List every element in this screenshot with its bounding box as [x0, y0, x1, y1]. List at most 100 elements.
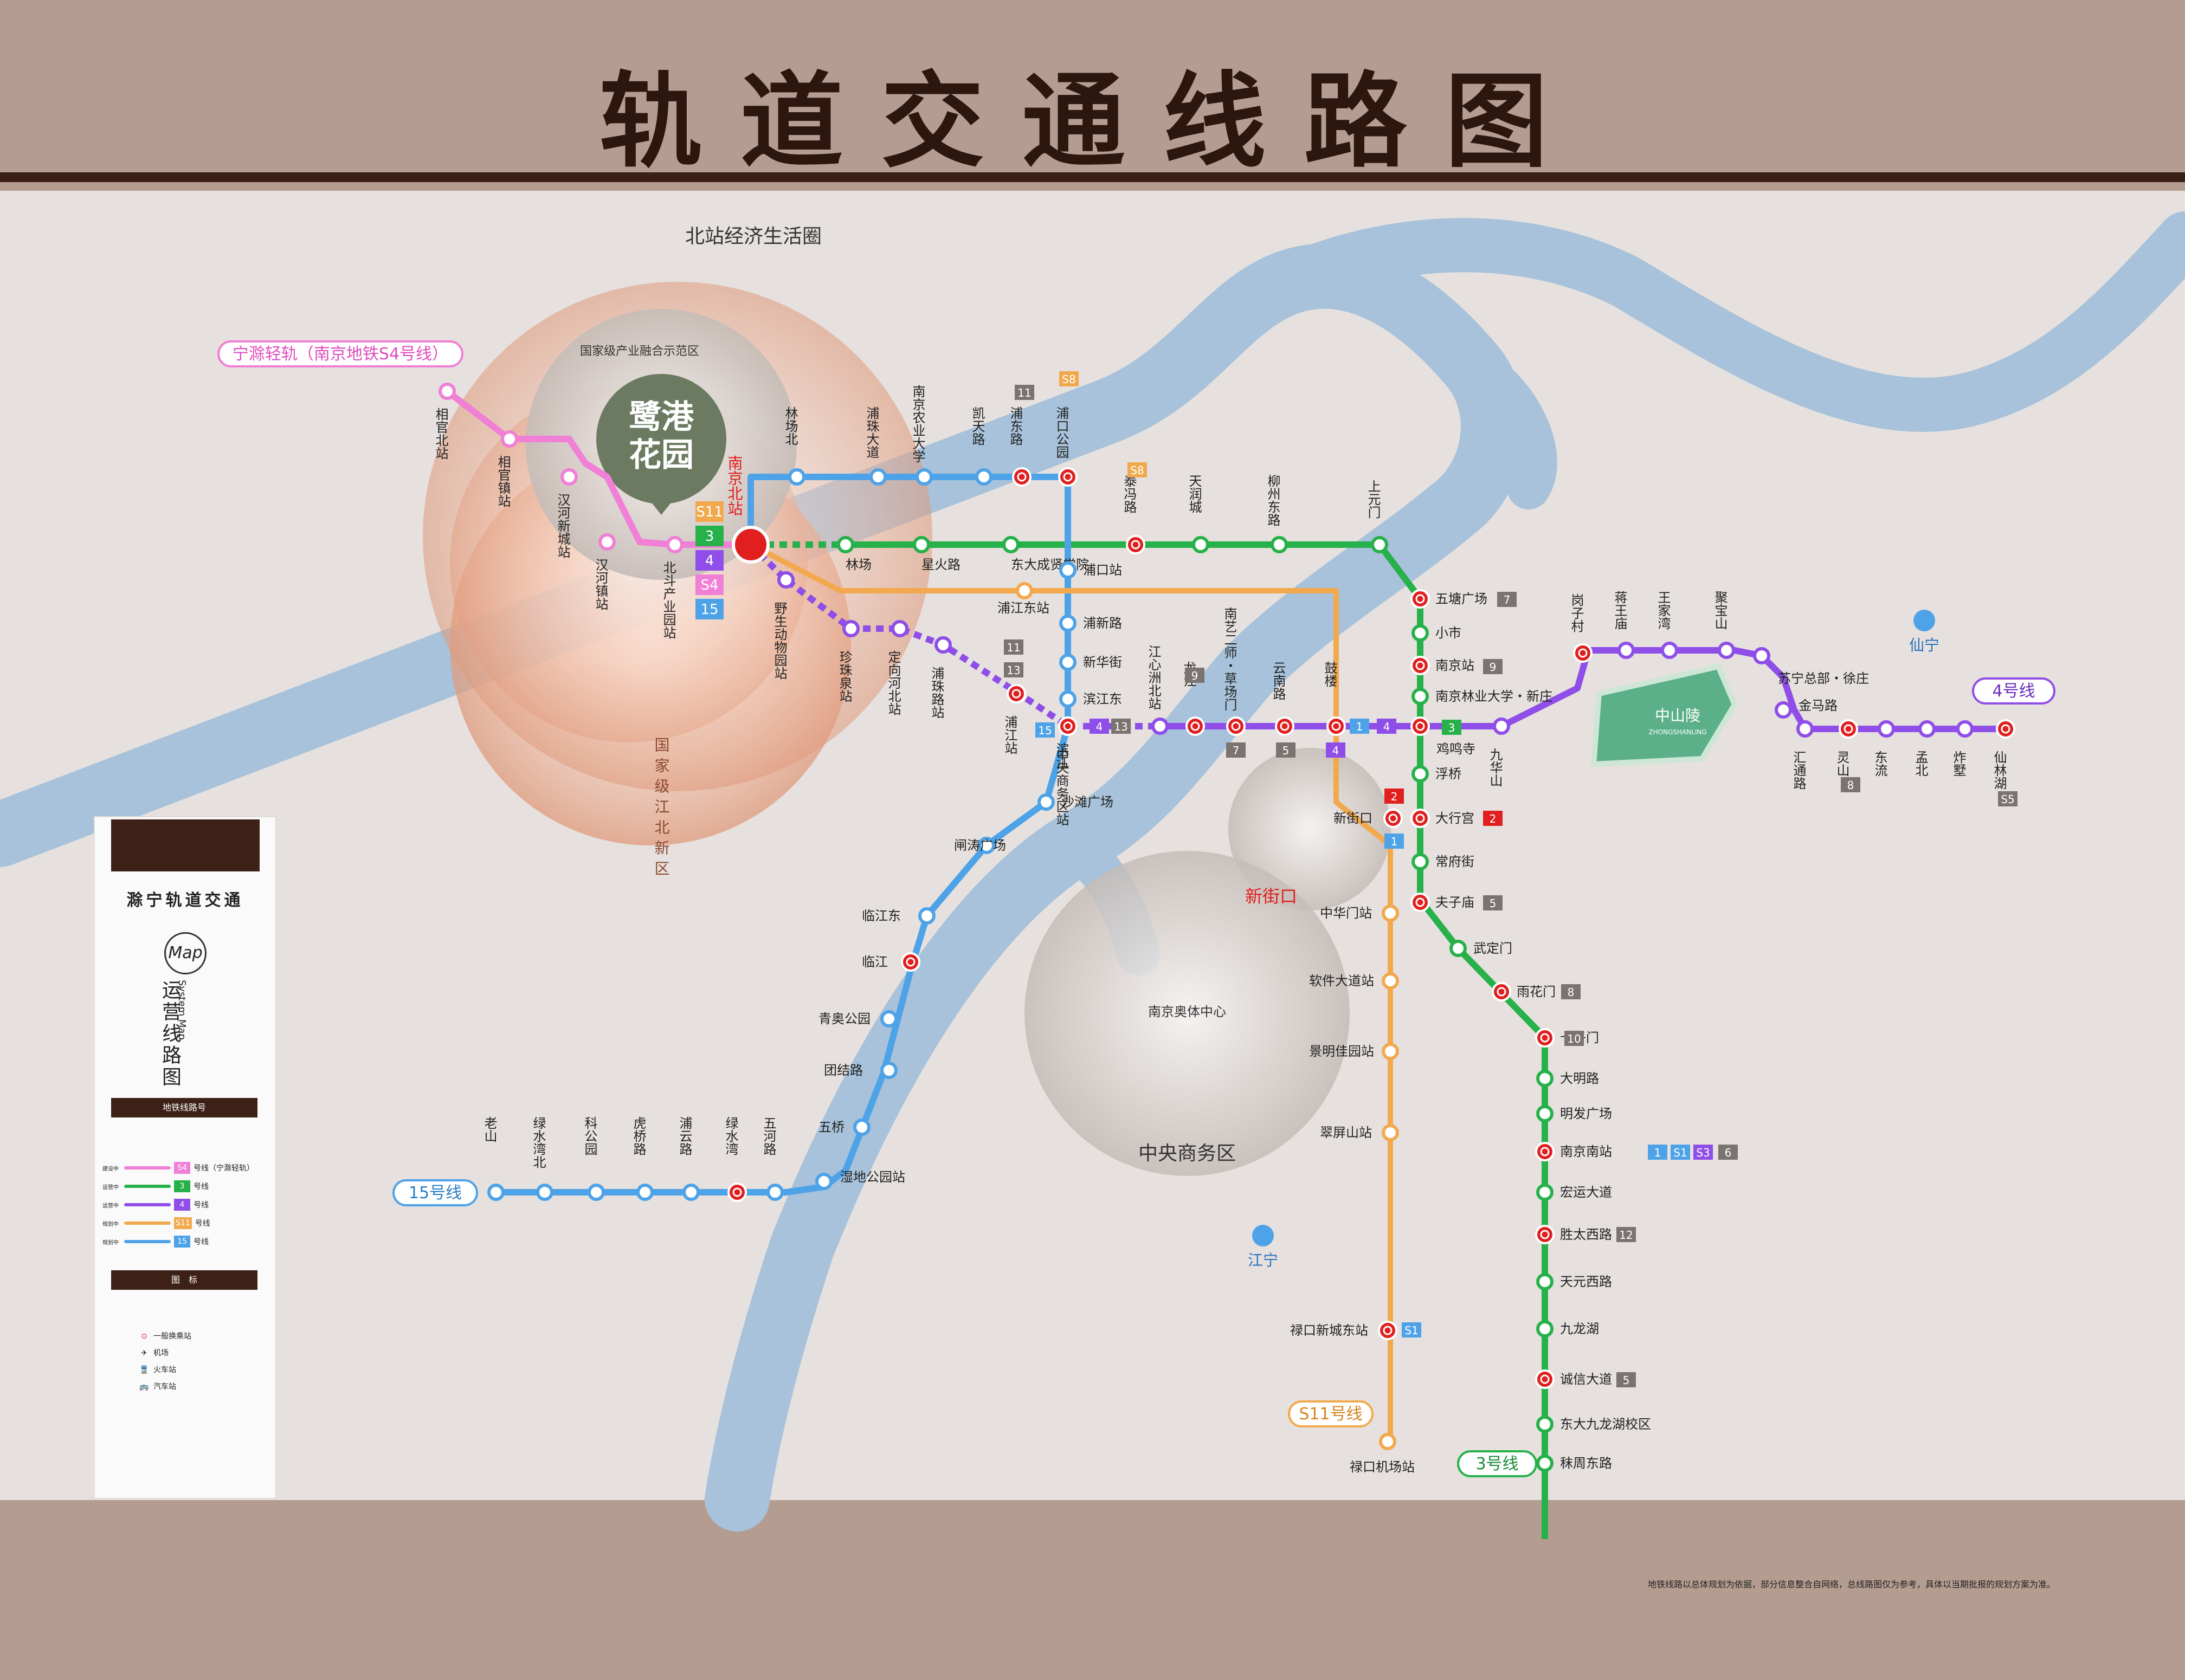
station-l15-7[interactable]: 浦新路: [1059, 615, 1122, 632]
station-l3-24[interactable]: 天元西路: [1536, 1273, 1612, 1290]
station-l4-3[interactable]: 浦珠路站: [929, 636, 952, 719]
station-l4-13[interactable]: 蒋王庙: [1612, 591, 1635, 659]
station-l15-24[interactable]: 绿水湾北: [531, 1116, 553, 1201]
station-l15-2[interactable]: 南京农业大学: [910, 385, 933, 486]
station-l3-14[interactable]: 常府街: [1411, 853, 1474, 870]
station-s4-3[interactable]: 汉河镇站: [593, 533, 616, 610]
station-l15-9[interactable]: 滨江东: [1059, 690, 1122, 708]
station-l15-6[interactable]: 浦口站: [1059, 561, 1122, 579]
station-l15-3[interactable]: 凯天路: [970, 406, 992, 486]
station-l4-0[interactable]: 野生动物园站: [772, 571, 795, 680]
station-l4-8[interactable]: 南艺二师・草场门: [1222, 607, 1246, 736]
station-l15-15[interactable]: 青奥公园: [818, 1010, 898, 1028]
station-l3-15[interactable]: 夫子庙: [1410, 893, 1474, 912]
station-l15-14[interactable]: 临江: [862, 952, 920, 972]
station-l15-25[interactable]: 老山: [482, 1116, 505, 1201]
station-s4-1[interactable]: 相官镇站: [495, 430, 518, 507]
station-l3-12[interactable]: 浮桥: [1411, 765, 1461, 783]
station-marker: [1379, 1433, 1396, 1450]
station-l3-25[interactable]: 九龙湖: [1536, 1320, 1599, 1337]
xinjiekou-label: 新街口: [1245, 886, 1297, 907]
station-l3-20[interactable]: 明发广场: [1536, 1105, 1612, 1122]
station-l4-2[interactable]: 定向河北站: [886, 620, 908, 715]
station-l4-18[interactable]: 汇通路: [1791, 720, 1814, 790]
station-l3-21[interactable]: 南京南站: [1535, 1142, 1612, 1161]
station-l15-8[interactable]: 新华街: [1059, 654, 1122, 671]
station-l3-17[interactable]: 雨花门: [1492, 982, 1556, 1001]
station-l15-11[interactable]: 沙滩广场: [1037, 793, 1113, 811]
station-l3-6[interactable]: 上元门: [1365, 480, 1388, 553]
station-l4-1[interactable]: 珍珠泉站: [837, 620, 860, 702]
station-l3-27[interactable]: 东大九龙湖校区: [1536, 1416, 1651, 1433]
station-l3-3[interactable]: 泰冯路: [1121, 474, 1145, 554]
station-s11-0[interactable]: 浦江东站: [997, 582, 1049, 616]
station-l3-11[interactable]: 鸡鸣寺: [1410, 716, 1475, 757]
station-l4-11[interactable]: 九华山: [1487, 718, 1510, 787]
station-l15-22[interactable]: 虎桥路: [631, 1116, 654, 1201]
station-marker: [880, 1062, 898, 1079]
station-l4-9[interactable]: 云南路: [1271, 661, 1294, 736]
station-l15-5[interactable]: 浦口公园: [1054, 406, 1078, 487]
station-l3-5[interactable]: 柳州东路: [1265, 474, 1288, 553]
station-s11-4[interactable]: 景明佳园站: [1309, 1043, 1399, 1060]
station-l4-21[interactable]: 孟北: [1913, 720, 1936, 777]
nanjing-north-hub[interactable]: [732, 526, 770, 564]
station-s11-6[interactable]: 禄口新城东站: [1290, 1321, 1397, 1340]
transfer-badge-bg: [1035, 722, 1055, 738]
station-l4-23[interactable]: 仙林湖: [1991, 719, 2015, 790]
station-l4-17[interactable]: 金马路: [1775, 698, 1838, 719]
station-l15-17[interactable]: 五桥: [818, 1119, 871, 1136]
station-l4-20[interactable]: 东流: [1872, 720, 1895, 777]
station-l3-19[interactable]: 大明路: [1536, 1070, 1599, 1087]
station-l15-20[interactable]: 绿水湾: [723, 1116, 747, 1202]
transfer-badge-bg: [1616, 1227, 1636, 1242]
station-l15-16[interactable]: 团结路: [824, 1062, 898, 1079]
station-s4-0[interactable]: 相官北站: [433, 383, 456, 460]
station-l3-26[interactable]: 诚信大道: [1535, 1369, 1612, 1389]
station-l3-28[interactable]: 秣周东路: [1536, 1455, 1612, 1472]
station-l3-2[interactable]: 东大成贤学院: [1002, 536, 1089, 572]
station-l4-12[interactable]: 岗子村: [1569, 593, 1593, 663]
station-l15-0[interactable]: 林场北: [783, 406, 805, 486]
transfer-badge-text: 2: [1391, 790, 1398, 803]
station-s11-5[interactable]: 翠屏山站: [1320, 1124, 1399, 1141]
station-l3-10[interactable]: 南京林业大学・新庄: [1411, 688, 1552, 705]
station-l3-23[interactable]: 胜太西路: [1535, 1225, 1612, 1244]
station-l3-7[interactable]: 五塘广场: [1410, 589, 1487, 609]
station-l4-19[interactable]: 灵山: [1834, 719, 1858, 777]
station-s11-3[interactable]: 软件大道站: [1309, 972, 1399, 990]
legend-icons-header: 图 标: [111, 1270, 257, 1290]
station-l3-1[interactable]: 星火路: [913, 536, 961, 572]
station-l3-16[interactable]: 武定门: [1449, 940, 1512, 957]
station-l3-4[interactable]: 天润城: [1187, 474, 1209, 553]
station-l15-19[interactable]: 五河路: [761, 1116, 784, 1201]
interchange-ring: [1063, 721, 1073, 731]
station-l15-4[interactable]: 浦东路: [1008, 406, 1032, 487]
station-l15-23[interactable]: 科公园: [582, 1116, 605, 1201]
station-l4-15[interactable]: 聚宝山: [1712, 591, 1735, 659]
station-l4-4[interactable]: 浦江站: [1002, 684, 1026, 754]
station-l4-5[interactable]: 中央商务区站: [1054, 716, 1078, 826]
station-s4-4[interactable]: 北斗产业园站: [661, 536, 684, 639]
station-l15-18[interactable]: 湿地公园站: [815, 1169, 905, 1190]
station-l3-22[interactable]: 宏运大道: [1536, 1184, 1612, 1201]
station-l3-9[interactable]: 南京站: [1410, 656, 1474, 675]
station-l15-1[interactable]: 浦珠大道: [864, 406, 887, 486]
station-l15-13[interactable]: 临江东: [862, 907, 936, 925]
station-s11-2[interactable]: 中华门站: [1320, 904, 1399, 922]
station-s11-7[interactable]: 禄口机场站: [1350, 1433, 1415, 1475]
station-l15-12[interactable]: 闸涛广场: [954, 837, 1006, 854]
station-l15-21[interactable]: 浦云路: [677, 1116, 700, 1201]
station-s4-2[interactable]: 汉河新城站: [555, 468, 578, 558]
station-l3-0[interactable]: 林场: [837, 536, 872, 572]
station-l4-14[interactable]: 王家湾: [1655, 591, 1678, 659]
station-label: 胜太西路: [1560, 1227, 1612, 1242]
station-l4-16[interactable]: 苏宁总部・徐庄: [1753, 647, 1869, 686]
station-l4-22[interactable]: 炸墅: [1951, 720, 1974, 777]
station-s11-1[interactable]: 新街口: [1333, 809, 1403, 828]
interchange-ring: [1383, 1326, 1393, 1335]
station-l4-6[interactable]: 江心洲北站: [1146, 645, 1169, 735]
station-l3-8[interactable]: 小市: [1411, 624, 1461, 642]
station-l3-13[interactable]: 大行宫: [1410, 809, 1474, 828]
station-l4-10[interactable]: 鼓楼: [1322, 661, 1346, 736]
